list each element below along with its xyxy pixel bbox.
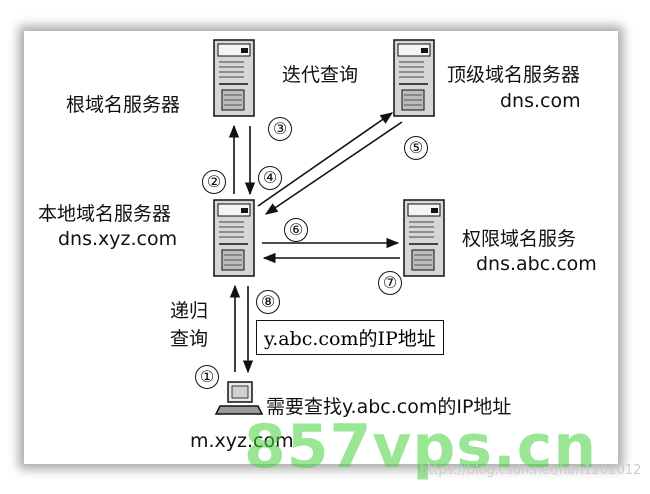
tld-server-host: dns.com — [500, 90, 581, 112]
arrow-4 — [257, 112, 394, 207]
tld-server-label: 顶级域名服务器 — [447, 64, 581, 86]
auth-server-host: dns.abc.com — [476, 253, 597, 275]
auth-server-icon — [403, 199, 445, 277]
step-1-badge: ① — [195, 365, 219, 389]
arrow-5 — [264, 121, 403, 215]
url-watermark: https://blog.csdn.net/han1202012 — [420, 463, 642, 478]
tld-server-icon — [393, 39, 435, 117]
client-computer-icon — [214, 381, 264, 415]
client-host-label: m.xyz.com — [190, 430, 294, 452]
step-2-badge: ② — [202, 170, 226, 194]
recursive-label-line1: 递归 — [170, 300, 209, 322]
query-target-box: y.abc.com的IP地址 — [256, 320, 444, 355]
root-server-label: 根域名服务器 — [66, 94, 181, 116]
root-server-icon — [213, 39, 255, 117]
recursive-label-line2: 查询 — [170, 328, 209, 350]
auth-server-label: 权限域名服务 — [462, 228, 577, 250]
step-5-badge: ⑤ — [404, 136, 428, 160]
step-3-badge: ③ — [268, 117, 292, 141]
step-8-badge: ⑧ — [256, 290, 280, 314]
brand-watermark: 857vps.cn — [244, 412, 598, 482]
local-server-host: dns.xyz.com — [58, 228, 178, 250]
local-server-label: 本地域名服务器 — [38, 203, 172, 225]
step-7-badge: ⑦ — [378, 271, 402, 295]
client-need-label: 需要查找y.abc.com的IP地址 — [266, 396, 512, 418]
local-server-icon — [213, 199, 255, 277]
iterative-query-label: 迭代查询 — [282, 64, 359, 86]
diagram-panel — [24, 31, 618, 464]
step-6-badge: ⑥ — [284, 218, 308, 242]
step-4-badge: ④ — [258, 166, 282, 190]
